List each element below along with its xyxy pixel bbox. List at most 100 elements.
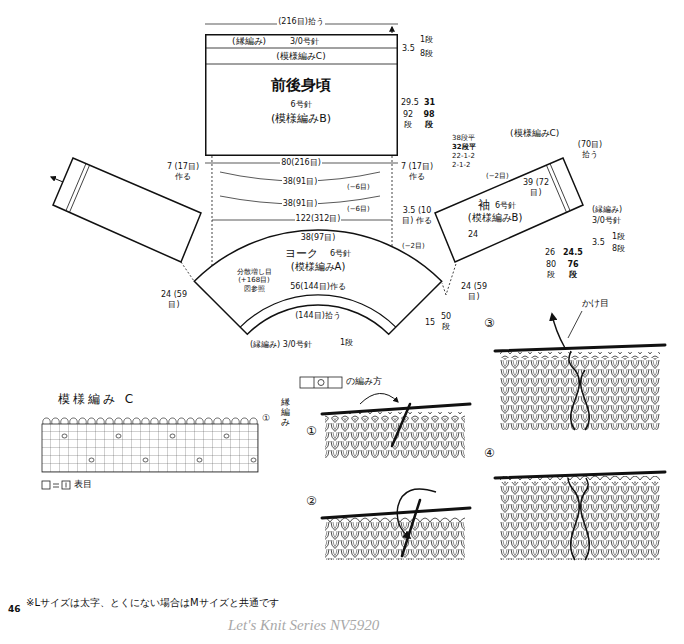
knit-bar [66,483,67,488]
annotation-label: 縁編み [281,398,290,428]
annotation-label: 24.5 [563,248,583,258]
annotation-label: 38(97目) [301,233,336,243]
seam-guide-line [442,283,446,295]
node-text: (模様編みA) [291,261,346,273]
annotation-label: 122(312目) [295,214,342,224]
panel-outline [206,35,398,156]
node-text: 6号針 [330,249,351,259]
annotation-label: 8段 [420,49,433,59]
stitch-symbol [300,377,342,388]
annotation-label: 31 [424,98,435,108]
annotation-label: 8段 [612,244,625,254]
annotation-label: (−6目) [346,183,371,191]
annotation-label: (縁編み) [232,36,266,47]
seam-guide-line [392,156,393,246]
twisted-stitch [568,478,579,560]
annotation-label: 3.5 [402,44,415,54]
yarn-over-symbol [143,458,148,462]
chart-symbols [62,434,256,462]
annotation-label: 3/0号針 [592,216,621,226]
annotation-label: 92段 [402,110,414,129]
annotation-label: 39 (72目) [522,178,550,197]
yarn-over-symbol [224,434,229,438]
equals-sign [53,484,59,487]
cuff-line [70,165,90,212]
twisted-stitch [581,370,590,430]
chart-grid [42,424,258,472]
annotation-label: ① [262,413,270,424]
annotation-label: 38(91目) [282,177,319,187]
annotation-label: (模様編みC) [510,128,559,139]
annotation-label: 2-1-2 [452,161,470,169]
yarn-over-symbol [116,434,121,438]
band-line [205,64,398,65]
knit-square [62,481,70,489]
legend-sample [42,481,70,489]
annotation-label: ④ [484,446,495,460]
sleeve-panel: 袖6号針(模様編みB) [433,156,585,264]
annotation-label: 1段 [420,35,433,45]
cuff-line [546,165,566,212]
knitting-needle [495,345,665,351]
annotation-label: 分散増し目 (+168目) 図参照 [234,268,274,293]
stitch-loops [500,352,660,358]
annotation-label: 1段 [612,232,625,242]
annotation-label: 76段 [567,260,579,279]
node-title: 模様編み C [58,392,136,406]
annotation-label: 56(144目)作る [290,282,346,292]
stitch-chart: 模様編み C [36,392,272,478]
twisted-stitch [581,478,590,560]
annotation-label: 80(216目) [280,158,322,168]
sleeve-outline [435,158,583,262]
yarn-path [397,489,436,538]
step-4-illustration [495,472,665,560]
legend-text: 表目 [74,479,92,490]
yarn-over-symbol [197,458,202,462]
seam-guide-line [181,262,194,281]
node-text: (模様編みB) [271,112,331,125]
knitting-needle [322,508,470,518]
seam-connector [211,156,212,228]
node-title: 袖 [478,198,490,212]
annotation-label: 50段 [440,312,452,331]
knitting-needle [495,472,665,478]
annotation-label: 29.5 [401,98,419,108]
edging-line [240,295,396,327]
seam-connector [446,264,456,295]
annotation-label: 46 [8,604,21,615]
knitting-needle [392,404,410,446]
left-sleeve-shape [53,158,201,262]
annotation-label: の編み方 [346,376,382,387]
node-title: ヨーク [285,247,318,260]
direction-arrow [51,177,63,182]
yarn-path [552,314,565,348]
node-text: 6号針 [290,100,311,110]
annotation-label: 26 [545,248,555,258]
annotation-label: 15 [425,318,435,328]
knit-fabric [500,358,660,430]
annotation-label: 38(91目) [282,199,319,209]
annotation-label: 24 (59目) [458,282,490,301]
cuff-line [66,164,86,211]
annotation-label: 98段 [423,110,435,129]
annotation-label: (縁編み) 3/0号針 [250,340,312,350]
symbol-circle [318,380,324,386]
yarn-over-symbol [251,458,256,462]
annotation-label: 32段平 [452,143,476,151]
direction-arrow [392,27,393,33]
knitting-needle [322,404,470,414]
annotation-label: 24 (59目) [158,290,190,309]
annotation-label: ③ [484,316,495,330]
annotation-label: (70目) 拾う [574,140,606,159]
annotation-label: 38段平 [452,134,475,142]
annotation-label: (216目)拾う [277,17,325,27]
yoke-outline [194,230,441,334]
yarn-over-symbol [62,434,67,438]
cuff-line [550,164,570,211]
node-text: 前後身頃 [271,76,331,94]
yarn-over-symbol [89,458,94,462]
annotation-label: (−2目) [402,242,425,250]
symbol-bars [314,377,328,388]
body-panel: (模様編みC)前後身頃6号針(模様編みB) [205,34,398,156]
